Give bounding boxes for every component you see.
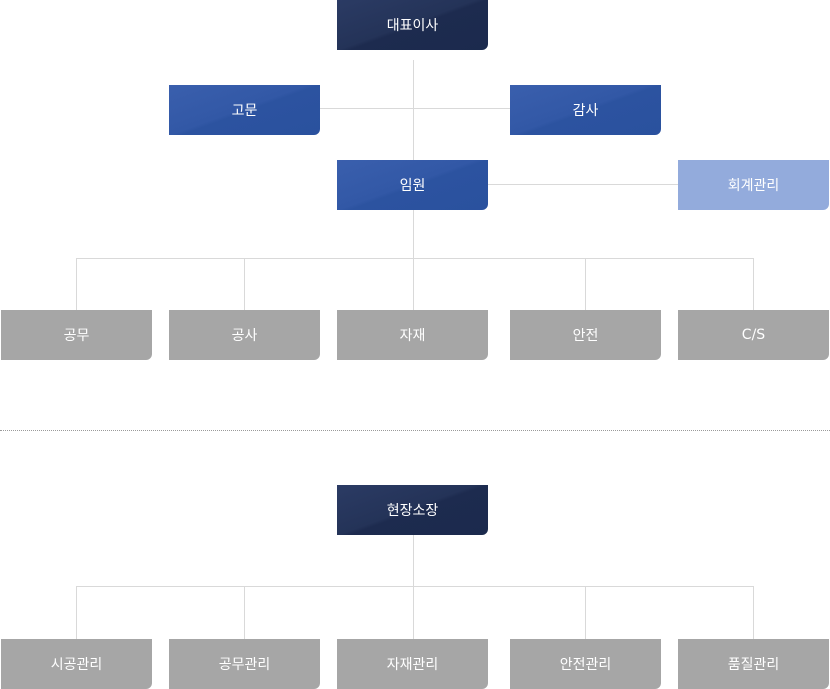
connector-site-down <box>413 535 414 586</box>
connector-advisor-audit <box>320 108 510 109</box>
connector-site-drop-3 <box>413 586 414 639</box>
site-department-box: 안전관리 <box>510 639 661 689</box>
site-department-box: 공무관리 <box>169 639 320 689</box>
connector-departments-bar <box>76 258 754 259</box>
connector-site-bar <box>76 586 754 587</box>
department-box: 안전 <box>510 310 661 360</box>
connector-site-drop-4 <box>585 586 586 639</box>
accounting-box: 회계관리 <box>678 160 829 210</box>
connector-site-drop-5 <box>753 586 754 639</box>
connector-drop-4 <box>585 258 586 310</box>
site-department-box: 자재관리 <box>337 639 488 689</box>
department-box: C/S <box>678 310 829 360</box>
site-department-box: 품질관리 <box>678 639 829 689</box>
connector-drop-3 <box>413 258 414 310</box>
connector-executive-down <box>413 210 414 258</box>
advisor-box: 고문 <box>169 85 320 135</box>
section-divider <box>0 430 830 431</box>
department-box: 자재 <box>337 310 488 360</box>
department-box: 공무 <box>1 310 152 360</box>
connector-site-drop-1 <box>76 586 77 639</box>
site-department-box: 시공관리 <box>1 639 152 689</box>
connector-site-drop-2 <box>244 586 245 639</box>
connector-drop-1 <box>76 258 77 310</box>
connector-drop-2 <box>244 258 245 310</box>
department-box: 공사 <box>169 310 320 360</box>
connector-drop-5 <box>753 258 754 310</box>
connector-executive-accounting <box>488 184 678 185</box>
executive-box: 임원 <box>337 160 488 210</box>
connector-ceo-to-executive <box>413 60 414 160</box>
audit-box: 감사 <box>510 85 661 135</box>
ceo-box: 대표이사 <box>337 0 488 50</box>
site-manager-box: 현장소장 <box>337 485 488 535</box>
